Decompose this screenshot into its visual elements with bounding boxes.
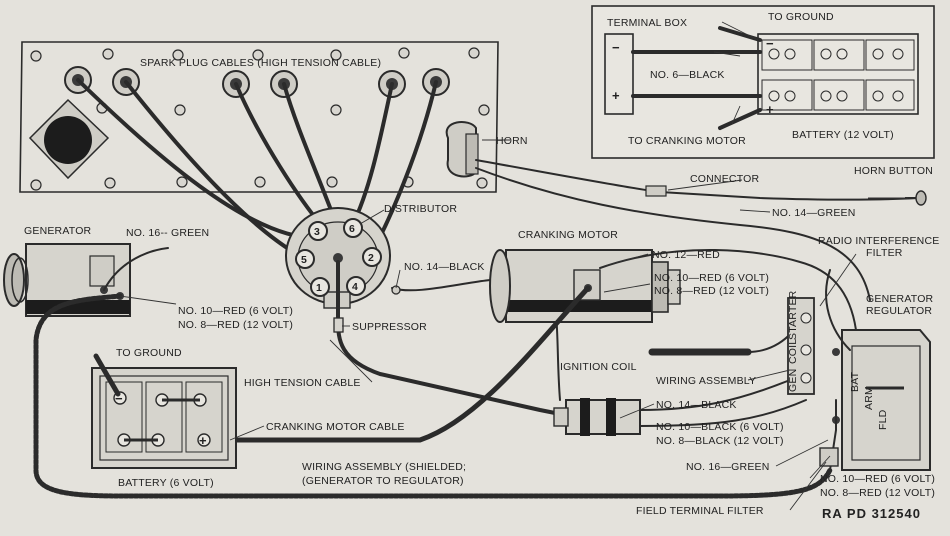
terminal-box-inset: − + − + — [591, 5, 935, 159]
svg-text:FLD: FLD — [877, 409, 889, 430]
svg-text:+: + — [612, 88, 621, 103]
label-no16-green-right: NO. 16—GREEN — [686, 461, 770, 473]
label-to-ground-bottom: TO GROUND — [116, 347, 182, 359]
label-battery-12v: BATTERY (12 VOLT) — [792, 129, 894, 141]
dist-terminal-2: 2 — [362, 247, 382, 267]
label-no8-black-12v: NO. 8—BLACK (12 VOLT) — [656, 435, 784, 447]
label-no10-red-6v-right: NO. 10—RED (6 VOLT) — [820, 473, 935, 485]
labels: SPARK PLUG CABLES (HIGH TENSION CABLE) T… — [24, 11, 939, 521]
svg-text:+: + — [199, 433, 208, 448]
label-no14-black-coil: NO. 14—BLACK — [656, 399, 737, 411]
wire-16-green-left — [103, 247, 169, 291]
svg-text:1: 1 — [316, 282, 322, 294]
label-high-tension-cable: HIGH TENSION CABLE — [244, 377, 361, 389]
label-plate-id: RA PD 312540 — [822, 506, 921, 521]
svg-text:5: 5 — [301, 254, 307, 266]
label-wiring-shielded-2: (GENERATOR TO REGULATOR) — [302, 475, 464, 487]
generator-regulator: BAT ARM FLD — [832, 329, 931, 471]
leader-lines — [119, 21, 908, 511]
label-suppressor: SUPPRESSOR — [352, 321, 427, 333]
svg-text:3: 3 — [314, 226, 320, 238]
label-gen-reg-2: REGULATOR — [866, 305, 932, 317]
radio-interference-filter: STARTER COIL GEN — [787, 290, 815, 395]
dist-terminal-4: 4 — [346, 276, 366, 296]
svg-text:4: 4 — [352, 281, 358, 293]
horn-button — [905, 190, 927, 206]
wire-battery-ground — [93, 353, 121, 397]
svg-text:−: − — [612, 40, 621, 55]
label-to-cranking-motor: TO CRANKING MOTOR — [628, 135, 746, 147]
svg-text:+: + — [766, 102, 775, 117]
label-no8-red-12v-right: NO. 8—RED (12 VOLT) — [820, 487, 935, 499]
label-no10-red-6v-left: NO. 10—RED (6 VOLT) — [178, 305, 293, 317]
svg-text:GEN: GEN — [787, 369, 799, 392]
battery-6v: − + — [91, 367, 237, 469]
dist-terminal-6: 6 — [343, 218, 363, 238]
label-ignition-coil: IGNITION COIL — [560, 361, 637, 373]
label-spark-plug-cables: SPARK PLUG CABLES (HIGH TENSION CABLE) — [140, 57, 381, 69]
wire-14-green — [475, 167, 871, 301]
label-terminal-box: TERMINAL BOX — [607, 17, 687, 29]
horn — [445, 121, 479, 178]
shielded-wiring-assembly — [33, 293, 833, 499]
svg-text:ARM: ARM — [863, 386, 875, 410]
label-connector: CONNECTOR — [690, 173, 759, 185]
svg-text:6: 6 — [349, 223, 355, 235]
label-wiring-assembly: WIRING ASSEMBLY — [656, 375, 756, 387]
label-generator: GENERATOR — [24, 225, 92, 237]
label-no16-green-left: NO. 16-- GREEN — [126, 227, 209, 239]
label-no12-red: NO. 12—RED — [652, 249, 720, 261]
dist-terminal-5: 5 — [295, 249, 315, 269]
label-horn: HORN — [496, 135, 528, 147]
svg-text:BAT: BAT — [849, 371, 861, 392]
label-radio-filter-2: FILTER — [866, 247, 903, 259]
label-no14-black-dist: NO. 14—BLACK — [404, 261, 485, 273]
label-battery-6v: BATTERY (6 VOLT) — [118, 477, 214, 489]
distributor-terminals: 1 2 3 4 5 6 — [295, 218, 382, 297]
label-no8-red-12v-mid: NO. 8—RED (12 VOLT) — [654, 285, 769, 297]
label-cranking-motor: CRANKING MOTOR — [518, 229, 618, 241]
svg-text:COIL: COIL — [787, 339, 799, 364]
wire-12-red — [599, 248, 857, 331]
dist-terminal-3: 3 — [308, 221, 328, 241]
label-cranking-motor-cable: CRANKING MOTOR CABLE — [266, 421, 405, 433]
svg-text:2: 2 — [368, 252, 374, 264]
label-no8-red-12v-left: NO. 8—RED (12 VOLT) — [178, 319, 293, 331]
svg-text:−: − — [766, 36, 775, 51]
svg-text:STARTER: STARTER — [787, 290, 799, 340]
cranking-motor-cable — [203, 285, 591, 443]
label-no6-black: NO. 6—BLACK — [650, 69, 725, 81]
battery-12v-cells: − + — [757, 33, 919, 117]
label-field-terminal-filter: FIELD TERMINAL FILTER — [636, 505, 764, 517]
high-tension-cable — [333, 260, 562, 416]
label-gen-reg-1: GENERATOR — [866, 293, 934, 305]
label-to-ground-top: TO GROUND — [768, 11, 834, 23]
label-wiring-shielded-1: WIRING ASSEMBLY (SHIELDED; — [302, 461, 466, 473]
label-no14-green: NO. 14—GREEN — [772, 207, 856, 219]
ignition-coil — [553, 398, 641, 436]
label-radio-filter-1: RADIO INTERFERENCE — [818, 235, 939, 247]
label-no10-black-6v: NO. 10—BLACK (6 VOLT) — [656, 421, 784, 433]
svg-text:−: − — [115, 391, 124, 406]
dist-terminal-1: 1 — [310, 277, 330, 297]
label-horn-button: HORN BUTTON — [854, 165, 933, 177]
label-no10-red-6v-mid: NO. 10—RED (6 VOLT) — [654, 272, 769, 284]
generator — [3, 243, 131, 317]
label-distributor: DISTRIBUTOR — [384, 203, 457, 215]
